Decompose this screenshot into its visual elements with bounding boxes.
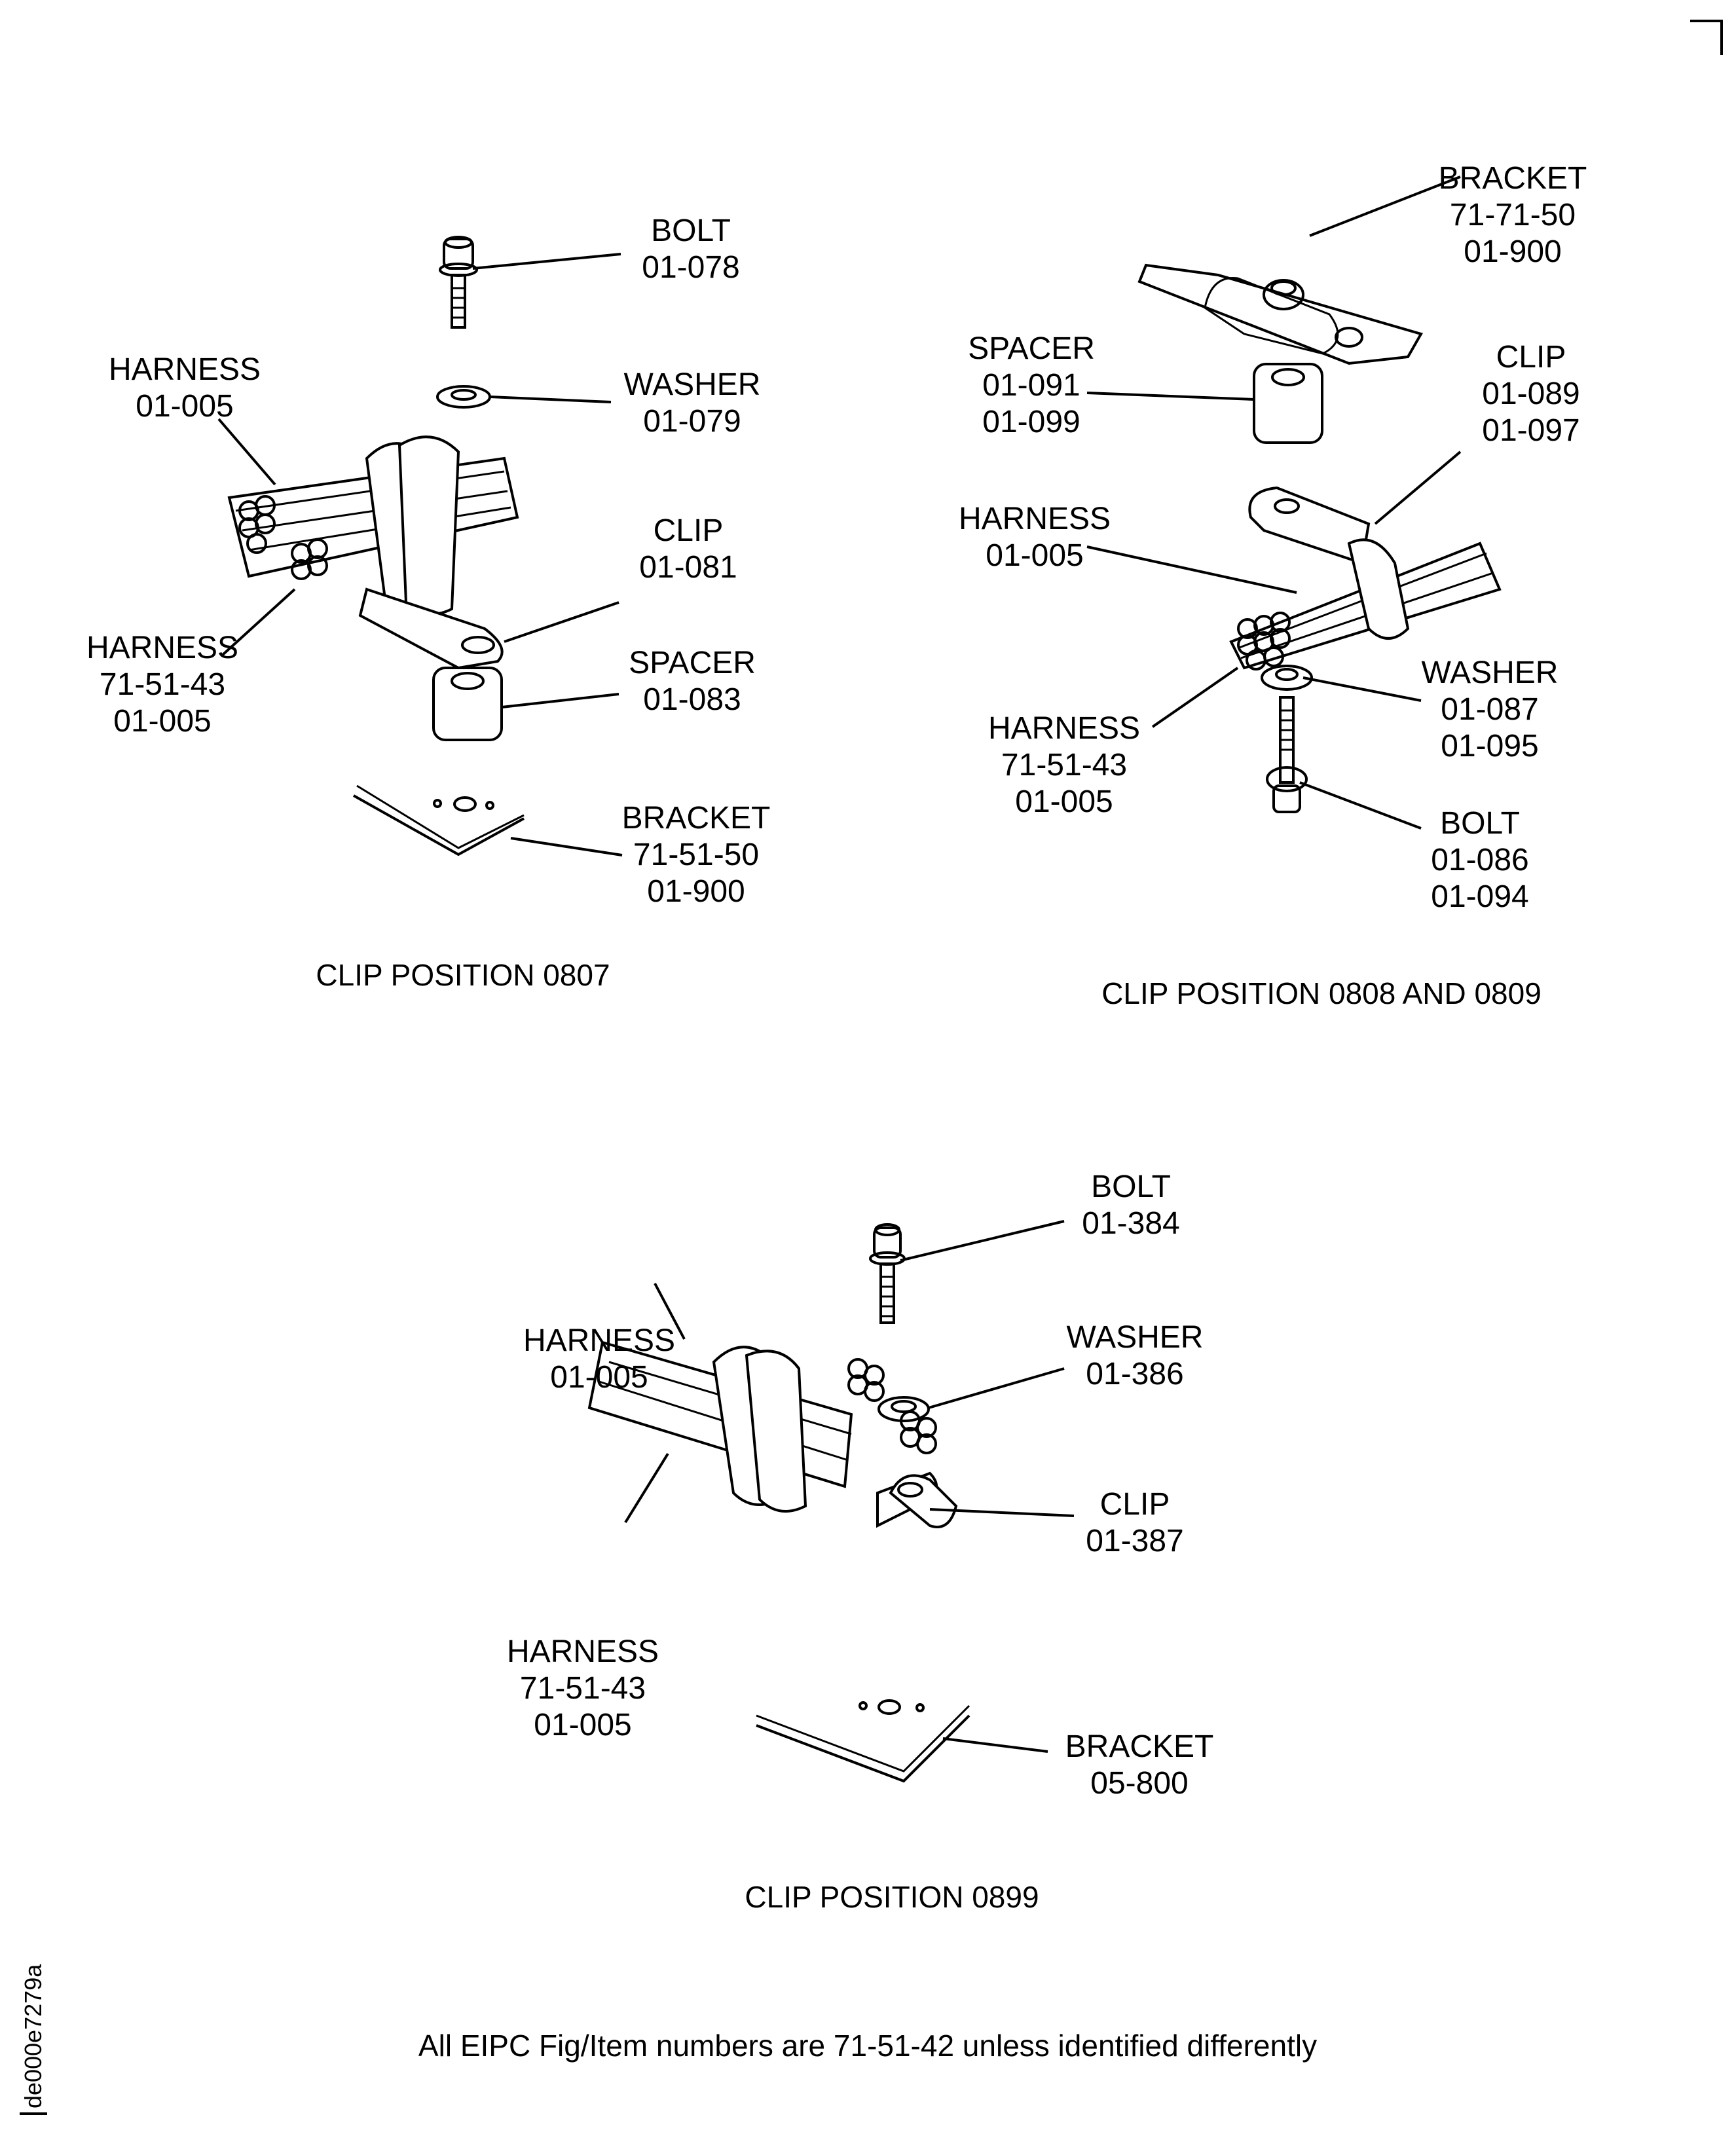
fig-0808-bolt-icon	[1266, 696, 1308, 813]
fig-0899-bracket-icon	[756, 1699, 970, 1783]
fig-0808-spacer-icon	[1253, 363, 1323, 444]
fig-0808-washer-icon	[1261, 665, 1313, 691]
fig-0899-caption: CLIP POSITION 0899	[745, 1880, 1039, 1914]
fig-0807-bolt-icon	[439, 236, 478, 329]
fig-0899-washer-icon	[877, 1396, 930, 1422]
fig-0807-washer-icon	[436, 385, 491, 409]
fig-0808-bracket-icon	[1137, 263, 1423, 365]
drawing-id: de000e7279a	[20, 1964, 47, 2115]
fig-0808-caption: CLIP POSITION 0808 AND 0809	[1101, 976, 1542, 1010]
footnote: All EIPC Fig/Item numbers are 71-51-42 u…	[418, 2029, 1318, 2063]
fig-0807-spacer-icon	[432, 667, 503, 741]
fig-0807-leader-lines	[217, 253, 623, 856]
fig-0899-harness-clip-icon	[587, 1340, 958, 1528]
fig-0808-clip-harness-icon	[1229, 486, 1502, 671]
fig-0899-bolt-icon	[869, 1223, 906, 1324]
fig-0808-leader-lines	[1086, 175, 1462, 830]
sheet-corner-mark	[1690, 20, 1723, 55]
fig-0807-bracket-icon	[353, 784, 525, 856]
fig-0899-leader-lines	[624, 1220, 1075, 1753]
fig-0807-caption: CLIP POSITION 0807	[316, 958, 610, 992]
fig-0807-harness-clip-icon	[227, 435, 519, 670]
